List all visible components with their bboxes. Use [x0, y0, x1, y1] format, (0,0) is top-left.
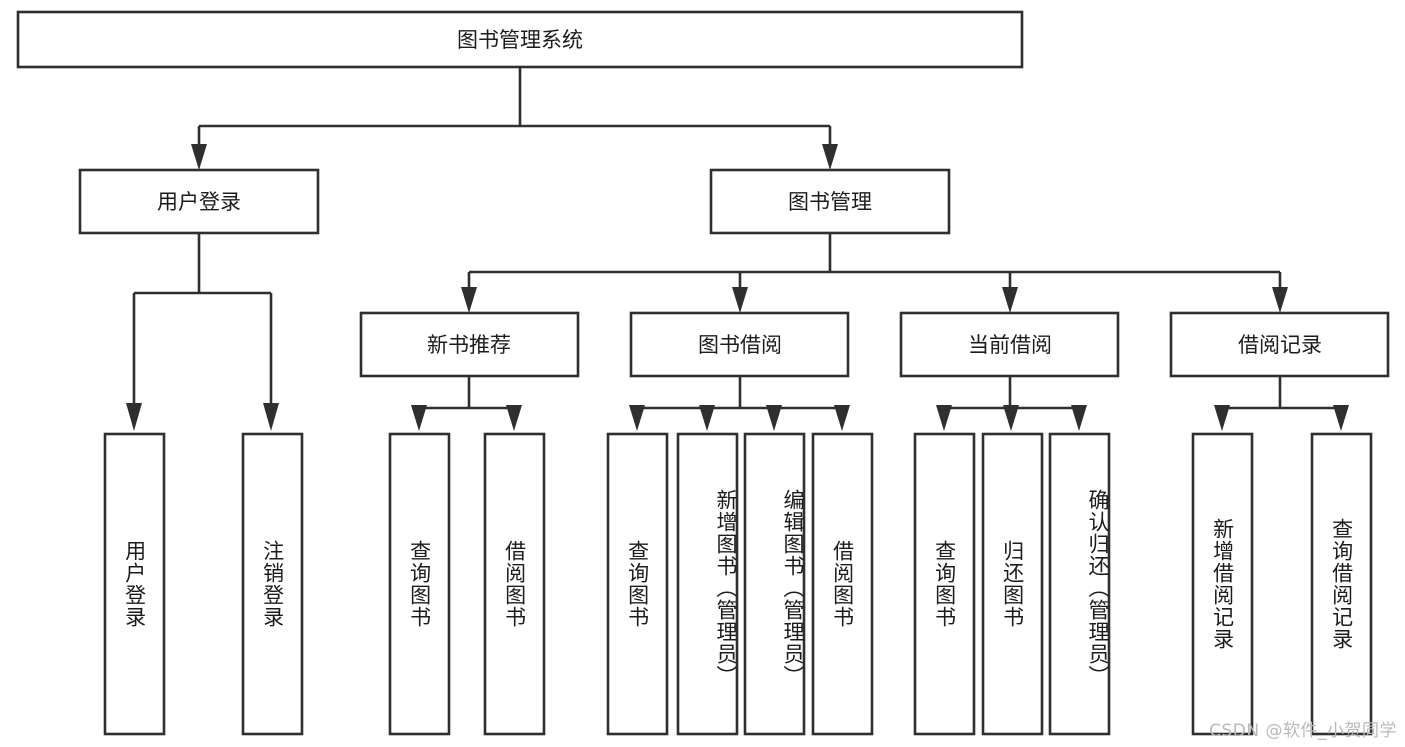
arrow-head-userlogin-child2: [263, 403, 279, 431]
leaf-nb-borrow-book-box[interactable]: [483, 432, 546, 736]
arrow-head-userlogin: [191, 144, 207, 170]
arrow-head-currentborrow: [1002, 287, 1018, 313]
leaf-cb-return-book-box[interactable]: [981, 432, 1044, 736]
connector-group-currentborrow: [936, 376, 1087, 431]
connector-group-newbook: [411, 376, 522, 431]
arrow-head-bookborrow: [732, 287, 748, 313]
connector-group-borrowrecord: [1214, 376, 1349, 431]
connector-group-bookmgmt: [461, 233, 1288, 313]
leaf-bb-edit-book-box[interactable]: [743, 432, 806, 736]
node-current-borrow-box[interactable]: [899, 311, 1120, 378]
arrow-head-borrowrecord-c2: [1333, 405, 1349, 431]
connector-group-root: [191, 67, 838, 170]
node-new-book-recommend-box[interactable]: [359, 311, 580, 378]
arrow-head-currentborrow-c3: [1071, 405, 1087, 431]
connector-group-userlogin: [126, 233, 279, 431]
leaf-bb-add-book-box[interactable]: [676, 432, 739, 736]
connector-group-bookborrow: [629, 376, 850, 431]
leaf-br-query-record-box[interactable]: [1310, 432, 1373, 736]
leaf-user-login-box[interactable]: [103, 432, 166, 736]
arrow-head-currentborrow-c2: [1003, 405, 1019, 431]
arrow-head-bookborrow-c1: [629, 405, 645, 431]
arrow-head-newbook-c1: [411, 405, 427, 431]
leaf-nb-query-book-box[interactable]: [388, 432, 451, 736]
node-user-login-box[interactable]: [78, 168, 320, 235]
node-current-borrow-label: 当前借阅: [968, 333, 1052, 357]
arrow-head-bookborrow-c3: [766, 405, 782, 431]
arrow-head-userlogin-child1: [126, 403, 142, 431]
leaf-logout-box[interactable]: [241, 432, 304, 736]
node-borrow-record-label: 借阅记录: [1238, 333, 1322, 357]
leaf-cb-confirm-return-box[interactable]: [1048, 432, 1111, 736]
node-user-login-label: 用户登录: [157, 190, 241, 214]
arrow-head-borrowrecord-c1: [1214, 405, 1230, 431]
leaf-br-add-record-box[interactable]: [1191, 432, 1254, 736]
arrow-head-borrowrecord: [1272, 287, 1288, 313]
node-root-box[interactable]: [16, 10, 1024, 69]
node-borrow-record-box[interactable]: [1169, 311, 1390, 378]
arrow-head-bookborrow-c4: [834, 405, 850, 431]
node-book-borrow-label: 图书借阅: [698, 333, 782, 357]
leaf-bb-borrow-book-box[interactable]: [811, 432, 874, 736]
node-root-label: 图书管理系统: [457, 28, 583, 52]
leaf-cb-query-book-box[interactable]: [913, 432, 976, 736]
arrow-head-currentborrow-c1: [936, 405, 952, 431]
node-new-book-recommend-label: 新书推荐: [427, 333, 511, 357]
leaf-bb-query-book-box[interactable]: [606, 432, 669, 736]
node-book-management-box[interactable]: [709, 168, 951, 235]
node-book-management-label: 图书管理: [788, 190, 872, 214]
arrow-head-bookborrow-c2: [699, 405, 715, 431]
csdn-watermark: CSDN @软件_小贺同学: [1209, 721, 1397, 741]
node-book-borrow-box[interactable]: [629, 311, 850, 378]
arrow-head-newbook-c2: [506, 405, 522, 431]
arrow-head-newbook: [461, 287, 477, 313]
arrow-head-bookmgmt: [822, 144, 838, 170]
